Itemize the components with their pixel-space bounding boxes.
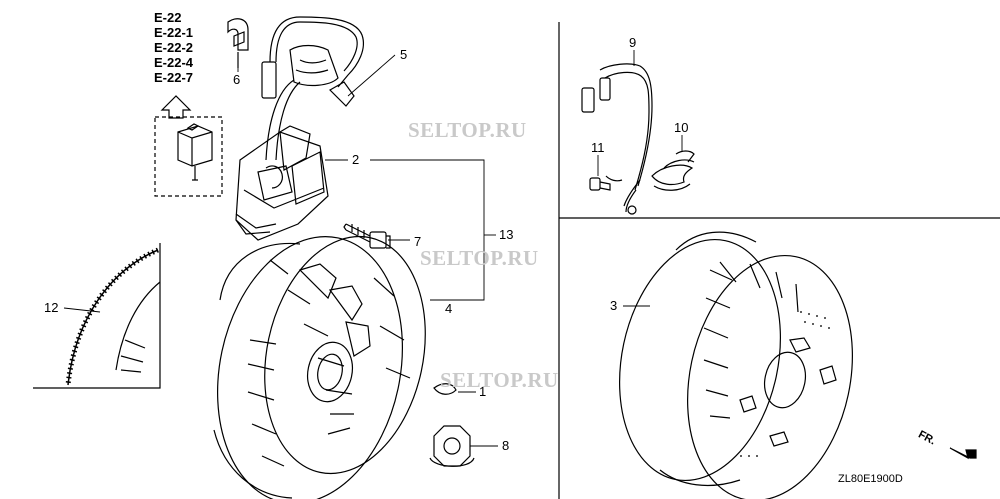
screw-part-11	[589, 177, 611, 191]
callout-11: 11	[591, 140, 605, 155]
flywheel-part-3	[618, 231, 853, 499]
watermark: SELTOP.RU	[420, 246, 539, 270]
watermark: SELTOP.RU	[408, 118, 527, 142]
nut-part-8	[429, 425, 475, 467]
ref-code-e22-7: E-22-7	[154, 70, 194, 85]
callout-6: 6	[233, 72, 241, 87]
watermark: SELTOP.RU	[440, 368, 559, 392]
plug-cap-part-5	[261, 16, 364, 161]
callout-1: 1	[479, 384, 487, 399]
callout-9: 9	[629, 35, 637, 50]
ref-code-e22-4: E-22-4	[154, 55, 194, 70]
callout-3: 3	[610, 298, 618, 313]
direction-arrow	[949, 447, 977, 460]
callout-13: 13	[499, 227, 514, 242]
harness-part-9	[581, 63, 653, 215]
diagram-code: ZL80E1900D	[838, 473, 903, 485]
clip-part-10	[651, 150, 695, 191]
callout-5: 5	[400, 47, 408, 62]
callout-8: 8	[502, 438, 510, 453]
flywheel-part-4	[213, 235, 426, 499]
callout-10: 10	[674, 120, 689, 135]
e22-reference-box	[154, 95, 223, 197]
bolt-part-7	[343, 223, 391, 249]
callout-12: 12	[44, 300, 59, 315]
callout-4: 4	[445, 301, 453, 316]
ignition-coil-part-2	[235, 125, 329, 241]
clip-part-6	[227, 18, 249, 68]
ring-gear-part-12	[33, 243, 161, 389]
ref-code-e22-2: E-22-2	[154, 40, 194, 55]
ref-code-e22-1: E-22-1	[154, 25, 194, 40]
callout-2: 2	[352, 152, 360, 167]
key-part-1	[433, 383, 457, 395]
leader-lines	[63, 50, 683, 447]
ref-code-e22: E-22	[154, 10, 182, 25]
callout-7: 7	[414, 234, 422, 249]
